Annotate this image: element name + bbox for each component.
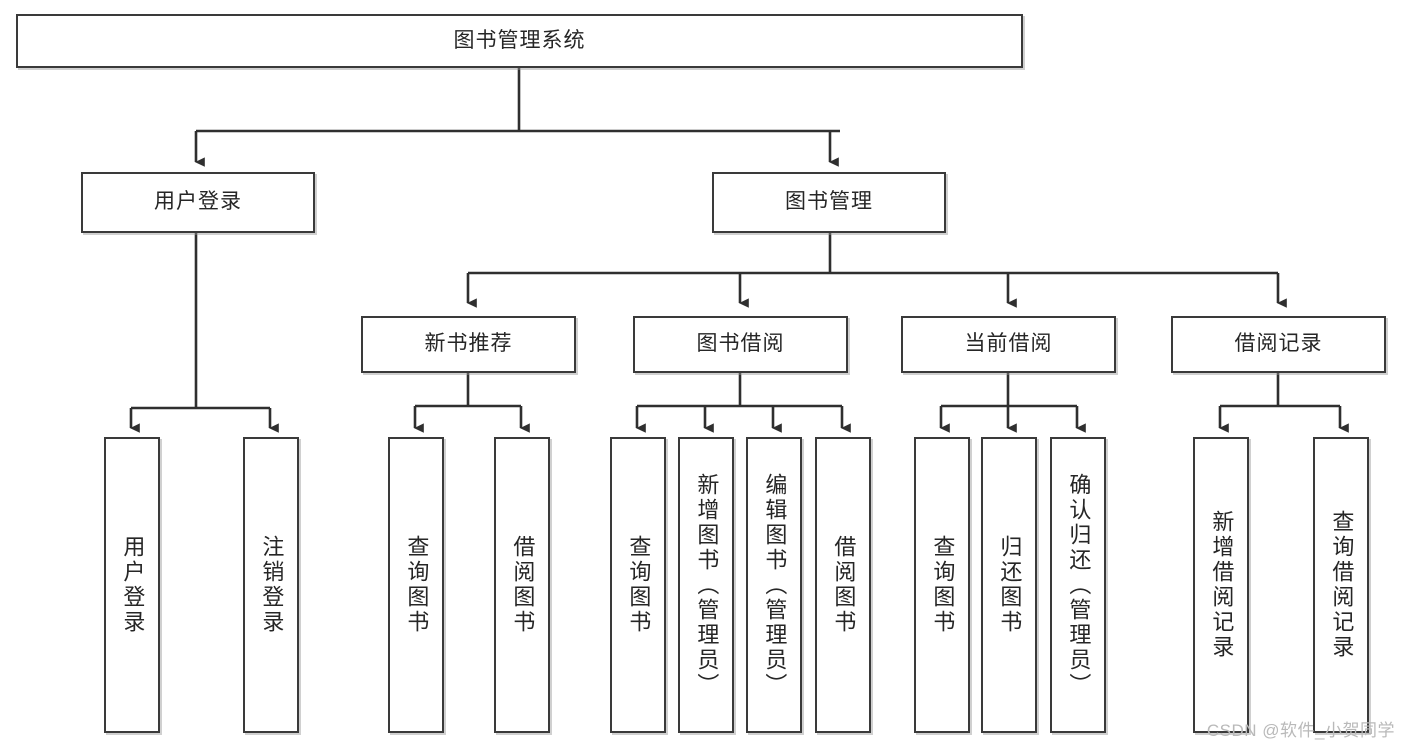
leaf-current-query-book[interactable]: 查询图书 [914,437,970,733]
node-label: 新增图书（管理员） [694,472,720,698]
node-label: 图书管理系统 [453,28,586,52]
leaf-borrow-query-book[interactable]: 查询图书 [610,437,666,733]
leaf-record-query-record[interactable]: 查询借阅记录 [1313,437,1369,733]
node-label: 新书推荐 [424,332,513,356]
node-label: 借阅图书 [831,535,857,635]
node-label: 图书借阅 [696,332,785,356]
leaf-new-book-borrow[interactable]: 借阅图书 [494,437,550,733]
node-label: 借阅记录 [1234,332,1323,356]
leaf-user-login-logout[interactable]: 注销登录 [243,437,299,733]
node-label: 查询图书 [626,535,652,635]
node-label: 确认归还（管理员） [1066,472,1092,698]
node-label: 图书管理 [785,190,873,214]
node-new-book-recommend[interactable]: 新书推荐 [361,316,576,373]
node-label: 编辑图书（管理员） [762,472,788,698]
node-label: 用户登录 [120,535,146,635]
node-label: 新增借阅记录 [1209,510,1235,660]
node-borrow-record[interactable]: 借阅记录 [1171,316,1386,373]
leaf-borrow-borrow-book[interactable]: 借阅图书 [815,437,871,733]
watermark-text: CSDN @软件_小贺同学 [1206,721,1395,740]
leaf-record-add-record[interactable]: 新增借阅记录 [1193,437,1249,733]
leaf-borrow-add-book-admin[interactable]: 新增图书（管理员） [678,437,734,733]
node-label: 归还图书 [997,535,1023,635]
leaf-borrow-edit-book-admin[interactable]: 编辑图书（管理员） [746,437,802,733]
leaf-user-login-login[interactable]: 用户登录 [104,437,160,733]
leaf-current-return-book[interactable]: 归还图书 [981,437,1037,733]
leaf-new-book-query[interactable]: 查询图书 [388,437,444,733]
node-current-borrow[interactable]: 当前借阅 [901,316,1116,373]
node-book-borrow[interactable]: 图书借阅 [633,316,848,373]
node-label: 查询图书 [404,535,430,635]
node-root-system[interactable]: 图书管理系统 [16,14,1023,68]
node-label: 注销登录 [259,535,285,635]
node-label: 查询借阅记录 [1329,510,1355,660]
leaf-current-confirm-return-admin[interactable]: 确认归还（管理员） [1050,437,1106,733]
node-label: 用户登录 [154,190,242,214]
node-book-management[interactable]: 图书管理 [712,172,946,233]
node-label: 借阅图书 [510,535,536,635]
node-label: 当前借阅 [964,332,1053,356]
node-user-login[interactable]: 用户登录 [81,172,315,233]
node-label: 查询图书 [930,535,956,635]
